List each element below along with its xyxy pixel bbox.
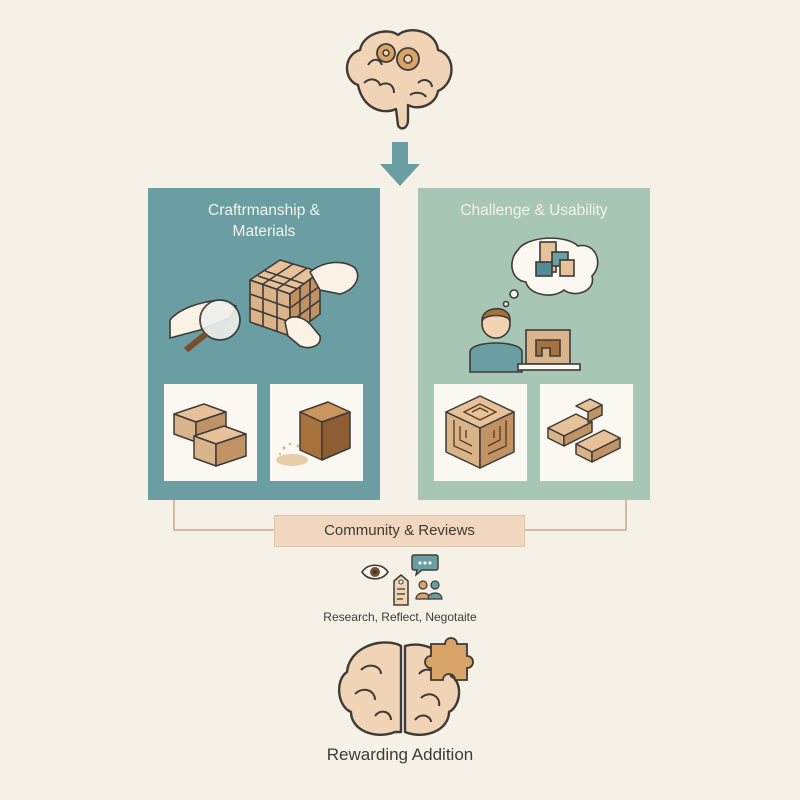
thinking-person-icon xyxy=(469,237,599,373)
down-arrow-icon xyxy=(380,142,420,186)
maze-cube-icon xyxy=(445,395,515,469)
panel-title-challenge: Challenge & Usability xyxy=(460,202,608,219)
actions-caption: Research, Reflect, Negotaite xyxy=(323,610,477,624)
panel-challenge: Challenge & Usability xyxy=(418,188,650,500)
sanded-block-icon xyxy=(276,401,351,466)
brain-puzzle-icon xyxy=(338,637,474,736)
community-reviews-label: Community & Reviews xyxy=(274,515,525,547)
people-icon xyxy=(415,580,443,600)
chat-bubble-icon xyxy=(411,554,439,577)
panel-craftsmanship: Craftrmanship & Materials xyxy=(148,188,380,500)
magnifier-puzzle-cube-icon xyxy=(169,259,359,353)
card-wood-blocks xyxy=(164,384,257,481)
brain-gears-icon xyxy=(345,29,453,130)
price-tag-icon xyxy=(393,574,409,606)
panel-title-craftsmanship: Craftrmanship & Materials xyxy=(208,202,320,240)
eye-icon xyxy=(361,564,389,580)
wood-blocks-icon xyxy=(173,403,247,467)
card-sanded-block xyxy=(270,384,363,481)
outcome-caption: Rewarding Addition xyxy=(326,745,474,764)
interlocking-blocks-icon xyxy=(547,398,621,463)
card-maze-cube xyxy=(434,384,527,481)
card-interlocking-blocks xyxy=(540,384,633,481)
